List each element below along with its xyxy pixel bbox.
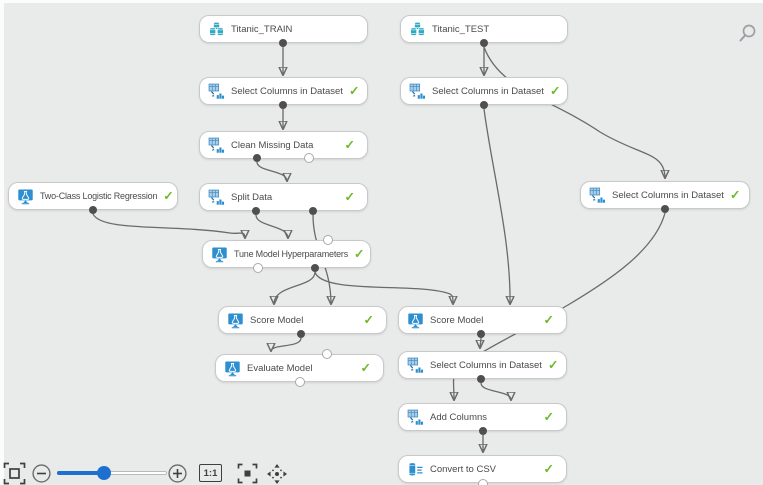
output-port-select-columns-far[interactable] — [661, 205, 669, 213]
success-check-icon: ✓ — [163, 188, 174, 203]
input-port-evaluate-2[interactable] — [322, 349, 332, 359]
edge-tune-to-scoreright[interactable] — [314, 271, 453, 304]
dataset-icon — [409, 21, 426, 38]
output-port-score-right[interactable] — [477, 330, 485, 338]
select-columns-icon — [409, 83, 426, 100]
output-port-select-columns-test[interactable] — [480, 101, 488, 109]
node-score-model-left[interactable]: Score Model ✓ — [218, 306, 387, 334]
edge-scoreright-to-selectcolumnsmid[interactable] — [480, 337, 481, 348]
node-tune-model-hyperparameters[interactable]: Tune Model Hyperparameters ✓ — [202, 240, 371, 268]
success-check-icon: ✓ — [348, 83, 360, 98]
zoom-actual-size-button[interactable]: 1:1 — [199, 464, 222, 482]
output-port-convert-to-csv[interactable] — [478, 479, 488, 485]
select-columns-icon — [589, 187, 606, 204]
node-label: Add Columns — [430, 411, 488, 423]
output-port-split-data-2[interactable] — [309, 207, 317, 215]
success-check-icon: ✓ — [547, 357, 559, 372]
node-select-columns-train[interactable]: Select Columns in Dataset ✓ — [199, 77, 368, 105]
split-data-icon — [208, 189, 225, 206]
clean-missing-data-icon — [208, 137, 225, 154]
success-check-icon: ✓ — [543, 409, 554, 424]
node-label: Tune Model Hyperparameters — [234, 249, 349, 259]
zoom-to-fit-button[interactable] — [3, 462, 26, 485]
add-columns-icon — [407, 409, 424, 426]
output-port-split-data-1[interactable] — [252, 207, 260, 215]
edge-tune-to-scoreleft[interactable] — [274, 271, 316, 304]
output-port-select-columns-mid[interactable] — [477, 375, 485, 383]
output-port-score-left[interactable] — [297, 330, 305, 338]
output-port-evaluate[interactable] — [295, 377, 305, 387]
node-label: Score Model — [430, 314, 484, 326]
success-check-icon: ✓ — [363, 312, 374, 327]
select-columns-icon — [208, 83, 225, 100]
node-label: Select Columns in Dataset — [612, 189, 724, 201]
node-label: Split Data — [231, 191, 273, 203]
node-label: Select Columns in Dataset — [432, 85, 544, 97]
convert-to-csv-icon — [407, 461, 424, 478]
dataset-icon — [208, 21, 225, 38]
model-icon — [407, 312, 424, 329]
edge-clean-to-split[interactable] — [256, 161, 287, 181]
edge-test-to-selectcolumns-far[interactable] — [483, 46, 665, 178]
node-label: Clean Missing Data — [231, 139, 314, 151]
edge-scoreleft-to-evaluate[interactable] — [271, 337, 302, 351]
model-icon — [17, 188, 34, 205]
output-port-clean-missing-1[interactable] — [253, 154, 261, 162]
node-titanic-train[interactable]: Titanic_TRAIN — [199, 15, 368, 43]
zoom-slider-fill — [57, 471, 104, 475]
model-icon — [227, 312, 244, 329]
node-label: Score Model — [250, 314, 304, 326]
success-check-icon: ✓ — [344, 137, 355, 152]
node-titanic-test[interactable]: Titanic_TEST — [400, 15, 568, 43]
success-check-icon: ✓ — [543, 312, 554, 327]
edge-selectcolumnstest-to-scoreright[interactable] — [483, 108, 510, 304]
node-label: Select Columns in Dataset — [430, 359, 542, 371]
left-edge-strip — [0, 0, 4, 485]
output-port-logistic-regression[interactable] — [89, 206, 97, 214]
node-label: Evaluate Model — [247, 362, 313, 374]
edge-split1-to-tune[interactable] — [255, 214, 288, 238]
input-port-tune-optional[interactable] — [323, 235, 333, 245]
zoom-out-button[interactable] — [32, 464, 51, 483]
success-check-icon: ✓ — [549, 83, 561, 98]
success-check-icon: ✓ — [543, 461, 554, 476]
output-port-tune-2[interactable] — [311, 264, 319, 272]
node-two-class-logistic-regression[interactable]: Two-Class Logistic Regression ✓ — [8, 182, 178, 210]
success-check-icon: ✓ — [344, 189, 355, 204]
top-edge-strip — [0, 0, 763, 3]
center-view-button[interactable] — [237, 463, 258, 484]
model-icon — [224, 360, 241, 377]
zoom-slider-handle[interactable] — [97, 466, 111, 480]
output-port-titanic-test[interactable] — [480, 39, 488, 47]
node-label: Select Columns in Dataset — [231, 85, 343, 97]
success-check-icon: ✓ — [729, 187, 741, 202]
success-check-icon: ✓ — [360, 360, 371, 375]
output-port-titanic-train[interactable] — [279, 39, 287, 47]
node-select-columns-mid[interactable]: Select Columns in Dataset ✓ — [398, 351, 567, 379]
output-port-clean-missing-2[interactable] — [304, 153, 314, 163]
node-clean-missing-data[interactable]: Clean Missing Data ✓ — [199, 131, 368, 159]
node-select-columns-test[interactable]: Select Columns in Dataset ✓ — [400, 77, 568, 105]
select-columns-icon — [407, 357, 424, 374]
success-check-icon: ✓ — [354, 246, 365, 261]
model-icon — [211, 246, 228, 263]
output-port-tune-1[interactable] — [253, 263, 263, 273]
pan-mode-button[interactable] — [266, 463, 288, 485]
output-port-add-columns[interactable] — [479, 427, 487, 435]
node-split-data[interactable]: Split Data ✓ — [199, 183, 368, 211]
node-label: Two-Class Logistic Regression — [40, 191, 158, 201]
node-select-columns-far-right[interactable]: Select Columns in Dataset ✓ — [580, 181, 750, 209]
zoom-in-button[interactable] — [168, 464, 187, 483]
edge-selectcolumnsmid-to-addcolumns[interactable] — [480, 382, 511, 400]
node-label: Titanic_TEST — [432, 23, 490, 35]
search-icon[interactable] — [735, 22, 759, 46]
node-label: Titanic_TRAIN — [231, 23, 293, 35]
edge-logreg-to-tune[interactable] — [92, 213, 245, 238]
output-port-select-columns-train[interactable] — [279, 101, 287, 109]
node-label: Convert to CSV — [430, 463, 496, 475]
